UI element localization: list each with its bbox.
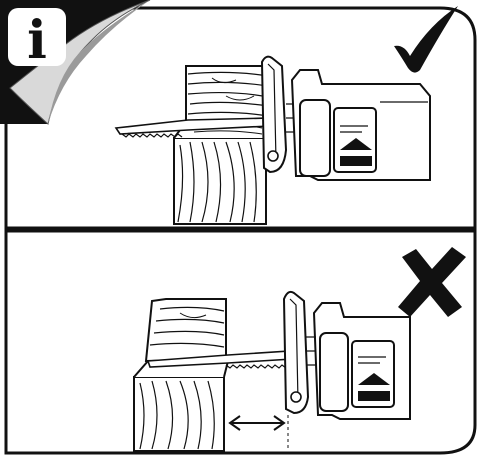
gap-double-arrow-icon xyxy=(228,415,286,431)
saw-shoe xyxy=(260,55,288,174)
info-letter: i xyxy=(27,10,47,71)
wood-board-upper xyxy=(185,65,271,123)
page-curl-icon xyxy=(9,0,151,125)
check-mark-icon xyxy=(394,6,458,73)
saw-shoe xyxy=(282,290,310,415)
panel-frame xyxy=(4,6,477,230)
info-icon xyxy=(8,8,66,66)
cross-mark-icon xyxy=(398,247,466,317)
info-badge: i xyxy=(0,0,160,130)
reciprocating-saw-body xyxy=(306,302,411,420)
wood-board-lower xyxy=(133,360,230,452)
panel-frame xyxy=(4,229,477,455)
panel-incorrect-usage xyxy=(0,229,481,457)
incorrect-usage-illustration xyxy=(4,229,477,455)
wood-board-upper xyxy=(144,298,227,363)
wood-board-lower xyxy=(173,121,272,225)
panel-correct-usage xyxy=(4,6,477,230)
correct-usage-illustration xyxy=(4,6,477,230)
reciprocating-saw-body xyxy=(286,69,431,181)
info-corner: i xyxy=(0,0,151,125)
